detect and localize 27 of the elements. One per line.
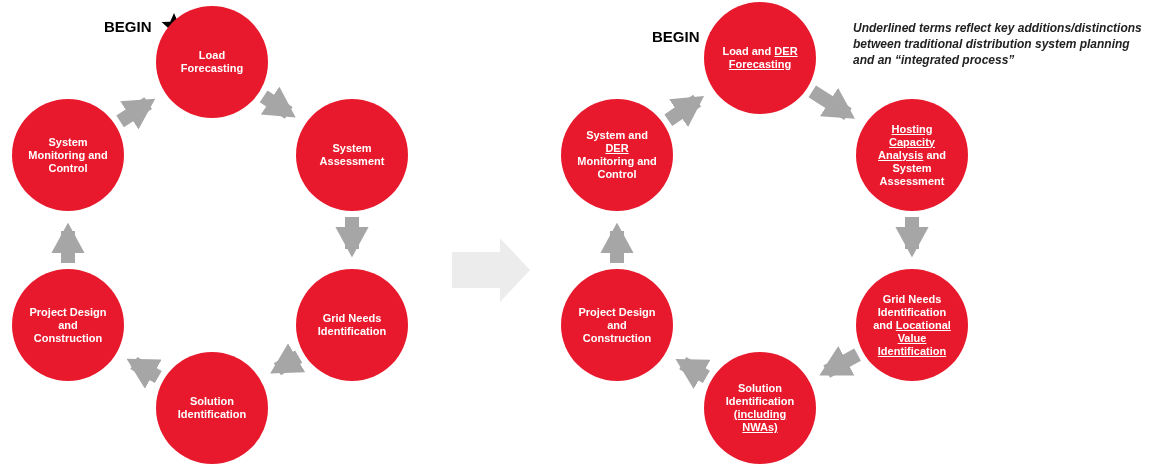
block-arrow	[116, 97, 156, 130]
block-arrow	[335, 217, 369, 258]
block-arrow	[895, 217, 929, 258]
step-text: Grid Needs Identification	[316, 312, 388, 338]
block-arrow	[51, 222, 85, 263]
step-text: Grid Needs Identification and Locational Value Identification	[872, 292, 952, 358]
step-text: Solution Identification	[176, 395, 248, 421]
block-arrow	[808, 85, 855, 120]
begin-label: BEGIN	[104, 17, 152, 37]
block-arrow	[259, 86, 296, 119]
step-text: System and DER Monitoring and Control	[577, 129, 657, 181]
step-text: System Assessment	[318, 142, 386, 168]
begin-label: BEGIN	[652, 27, 700, 47]
step-text: Load and DER Forecasting	[721, 45, 799, 71]
block-arrow	[664, 94, 705, 128]
block-arrow	[675, 357, 711, 389]
block-arrow	[270, 343, 306, 376]
step-text: Project Design and Construction	[577, 305, 657, 345]
block-arrow	[126, 356, 162, 389]
step-text: System Monitoring and Control	[28, 135, 108, 175]
block-arrow	[600, 222, 634, 263]
step-text: Hosting Capacity Analysis and System Assessment	[877, 122, 947, 188]
note-text: Underlined terms reflect key additions/distinctions between traditional distribution system planning and an “integrated process”	[853, 20, 1143, 68]
step-text: Project Design and Construction	[28, 305, 108, 345]
step-text: Solution Identification (including NWAs)	[724, 382, 796, 434]
step-text: Load Forecasting	[179, 49, 245, 75]
block-arrow	[819, 346, 861, 378]
